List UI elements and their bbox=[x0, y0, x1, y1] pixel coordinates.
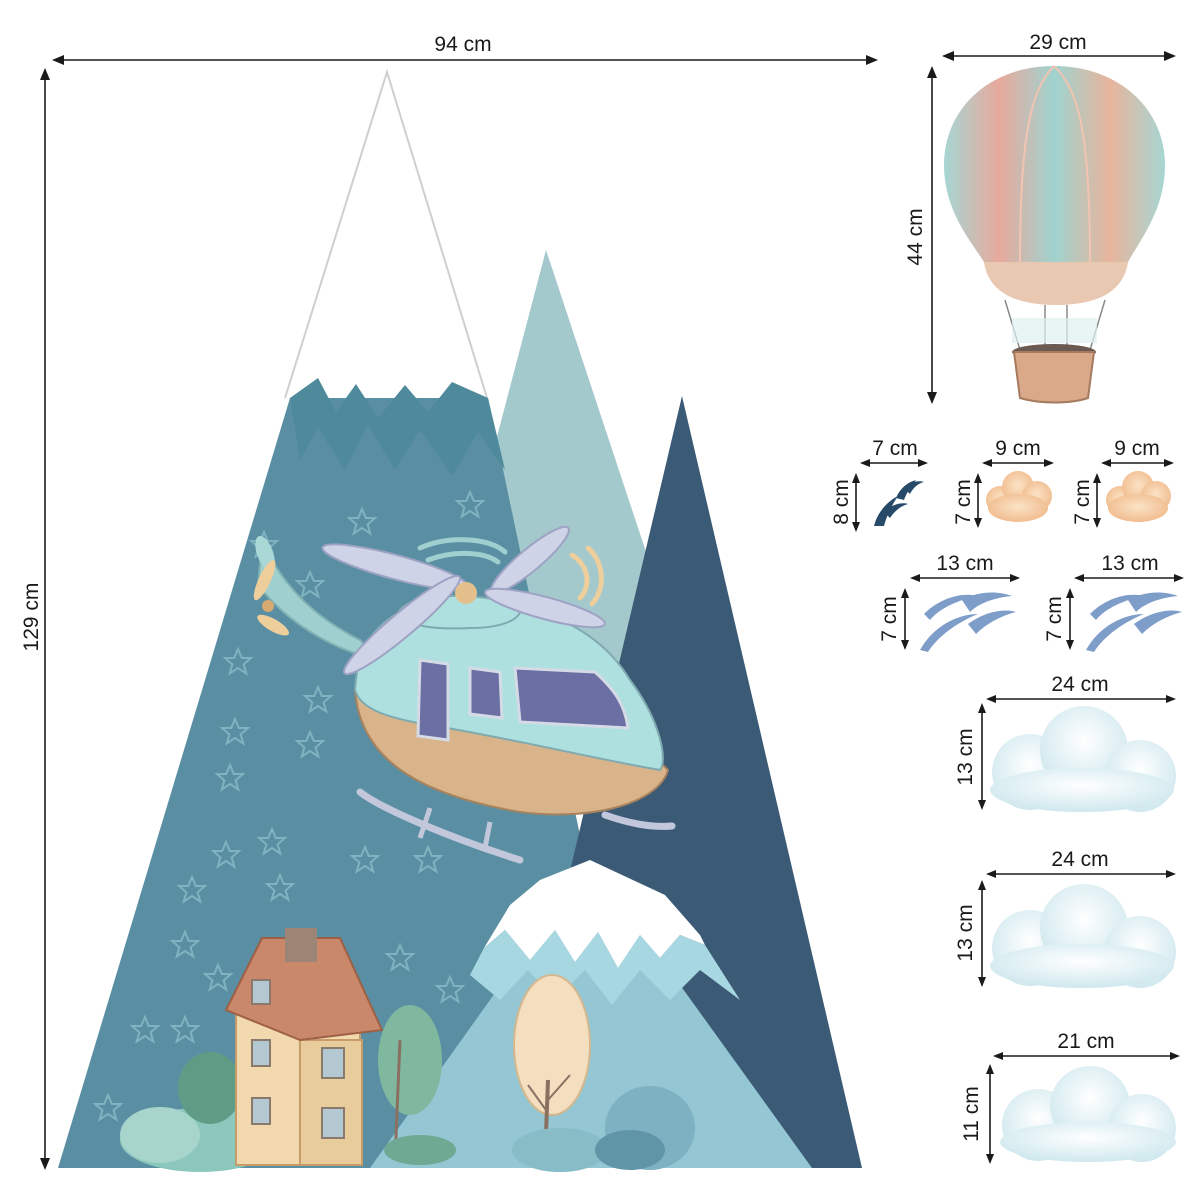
birds-icon bbox=[874, 480, 924, 526]
hot-air-balloon-icon bbox=[944, 65, 1165, 404]
cloud-icon bbox=[990, 884, 1176, 988]
cloud-large-2-height-label: 13 cm bbox=[954, 904, 977, 961]
cloud-large-2-width-label: 24 cm bbox=[1051, 848, 1108, 871]
cloud-medium-height-label: 11 cm bbox=[960, 1086, 983, 1142]
small-cloud-1-height-label: 7 cm bbox=[952, 479, 975, 525]
cloud-large-1-width-label: 24 cm bbox=[1051, 673, 1108, 696]
front-mountain-snow bbox=[484, 860, 705, 968]
left-mountain-ridge bbox=[290, 378, 505, 476]
bush-icon bbox=[512, 1086, 695, 1172]
sticker-cloud-medium: 21 cm 11 cm bbox=[960, 1030, 1180, 1164]
main-height-dimension: 129 cm bbox=[20, 68, 50, 1170]
cloud-icon bbox=[990, 706, 1176, 812]
house-icon bbox=[224, 928, 384, 1166]
main-width-dimension: 94 cm bbox=[52, 33, 878, 65]
sticker-birds-dark: 7 cm 8 cm bbox=[830, 437, 928, 532]
cloud-medium-width-label: 21 cm bbox=[1057, 1030, 1114, 1053]
small-cloud-1-width-label: 9 cm bbox=[995, 437, 1041, 460]
sticker-small-cloud-2: 9 cm 7 cm bbox=[1071, 437, 1174, 528]
helicopter-icon bbox=[253, 525, 676, 864]
sticker-small-cloud-1: 9 cm 7 cm bbox=[952, 437, 1054, 528]
birds-icon bbox=[1086, 592, 1182, 652]
cloud-large-1-height-label: 13 cm bbox=[954, 728, 977, 785]
sticker-hot-air-balloon: 29 cm 44 cm bbox=[904, 31, 1176, 404]
tree-icon bbox=[378, 1005, 456, 1165]
birds-blue-1-width-label: 13 cm bbox=[936, 552, 993, 575]
birds-dark-width-label: 7 cm bbox=[872, 437, 918, 460]
sticker-birds-blue-1: 13 cm 7 cm bbox=[878, 552, 1020, 652]
main-width-label: 94 cm bbox=[434, 33, 491, 56]
main-decal: 94 cm 129 cm bbox=[20, 33, 878, 1172]
sticker-cloud-large-1: 24 cm 13 cm bbox=[954, 673, 1176, 812]
small-cloud-2-width-label: 9 cm bbox=[1114, 437, 1160, 460]
birds-blue-1-height-label: 7 cm bbox=[878, 596, 901, 642]
birds-icon bbox=[920, 592, 1016, 652]
birds-blue-2-width-label: 13 cm bbox=[1101, 552, 1158, 575]
small-cloud-2-height-label: 7 cm bbox=[1071, 479, 1094, 525]
main-height-label: 129 cm bbox=[20, 583, 43, 652]
sticker-cloud-large-2: 24 cm 13 cm bbox=[954, 848, 1176, 988]
birds-dark-height-label: 8 cm bbox=[830, 479, 853, 525]
front-mountain-ridge bbox=[470, 930, 740, 1005]
balloon-height-label: 44 cm bbox=[904, 208, 927, 265]
tall-peak-outline bbox=[284, 68, 488, 399]
cloud-icon bbox=[1106, 471, 1171, 522]
sticker-birds-blue-2: 13 cm 7 cm bbox=[1043, 552, 1184, 652]
balloon-width-label: 29 cm bbox=[1029, 31, 1086, 54]
cloud-icon bbox=[986, 471, 1052, 522]
cloud-icon bbox=[1000, 1066, 1176, 1162]
front-mountain bbox=[370, 860, 812, 1168]
birds-blue-2-height-label: 7 cm bbox=[1043, 596, 1066, 642]
